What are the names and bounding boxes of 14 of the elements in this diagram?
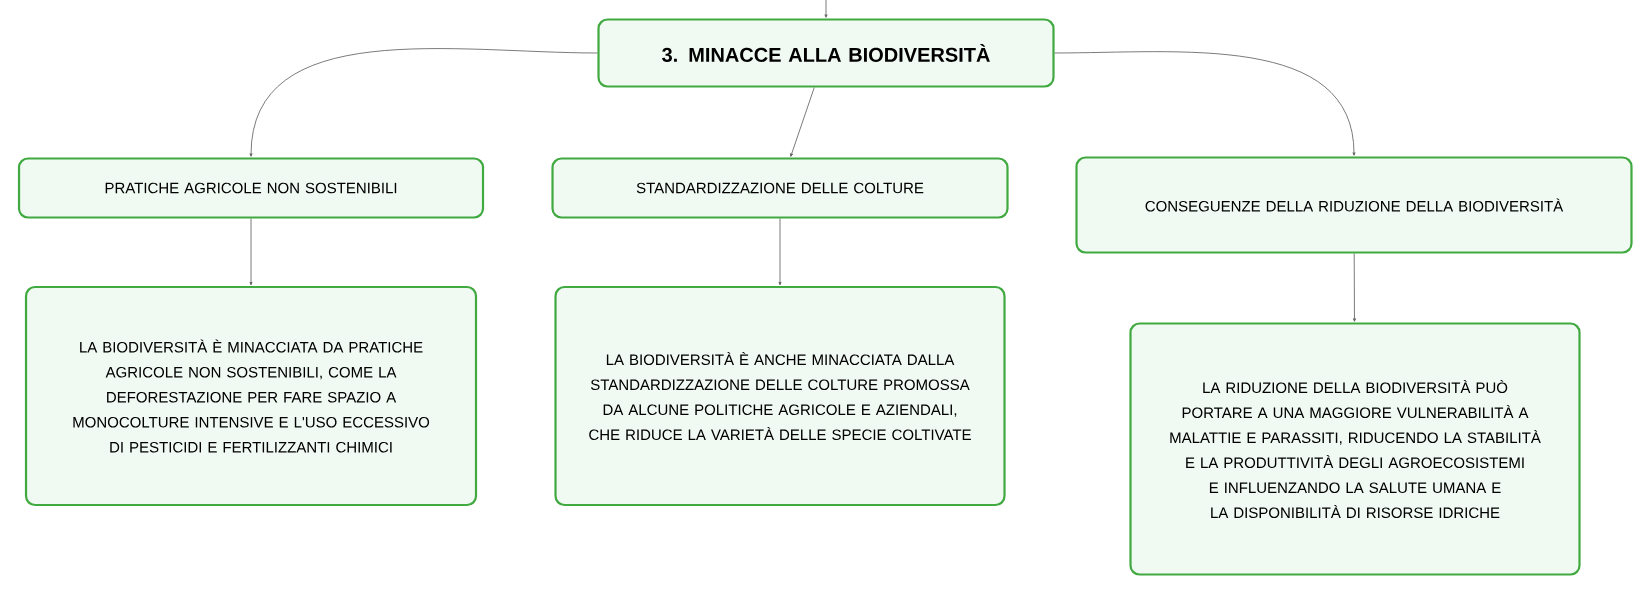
arrow [778, 218, 782, 286]
topic-box: PRATICHE AGRICOLE NON SOSTENIBILI [17, 157, 485, 219]
arrow [790, 87, 815, 157]
arrow [249, 218, 253, 286]
arrow [1054, 51, 1356, 156]
arrow [249, 48, 598, 157]
description-box: LA RIDUZIONE DELLA BIODIVERSITÀ PUÒ PORTARE A UNA MAGGIORE VULNERABILITÀ A MALATTIE E PARASSITI, RIDUCENDO LA STABILITÀ E LA PRODUTTIVITÀ DEGLI AGROECOSISTEMI E INFLUENZANDO LA SALUTE UMANA E LA DISPONIBILITÀ DI RISORSE IDRICHE [1129, 322, 1581, 576]
description-box: LA BIODIVERSITÀ È MINACCIATA DA PRATICHE AGRICOLE NON SOSTENIBILI, COME LA DEFORESTAZIONE PER FARE SPAZIO A MONOCOLTURE INTENSIVE E L'USO ECCESSIVO DI PESTICIDI E FERTILIZZANTI CHIMICI [24, 285, 478, 507]
arrow [1353, 253, 1356, 322]
topic-box: STANDARDIZZAZIONE DELLE COLTURE [551, 157, 1009, 219]
description-box: LA BIODIVERSITÀ È ANCHE MINACCIATA DALLA STANDARDIZZAZIONE DELLE COLTURE PROMOSSA DA ALCUNE POLITICHE AGRICOLE E AZIENDALI, CHE RIDUCE LA VARIETÀ DELLE SPECIE COLTIVATE [554, 285, 1006, 507]
title-box: 3. MINACCE ALLA BIODIVERSITÀ [597, 18, 1055, 88]
arrow [824, 0, 828, 18]
topic-box: CONSEGUENZE DELLA RIDUZIONE DELLA BIODIVERSITÀ [1075, 156, 1633, 254]
